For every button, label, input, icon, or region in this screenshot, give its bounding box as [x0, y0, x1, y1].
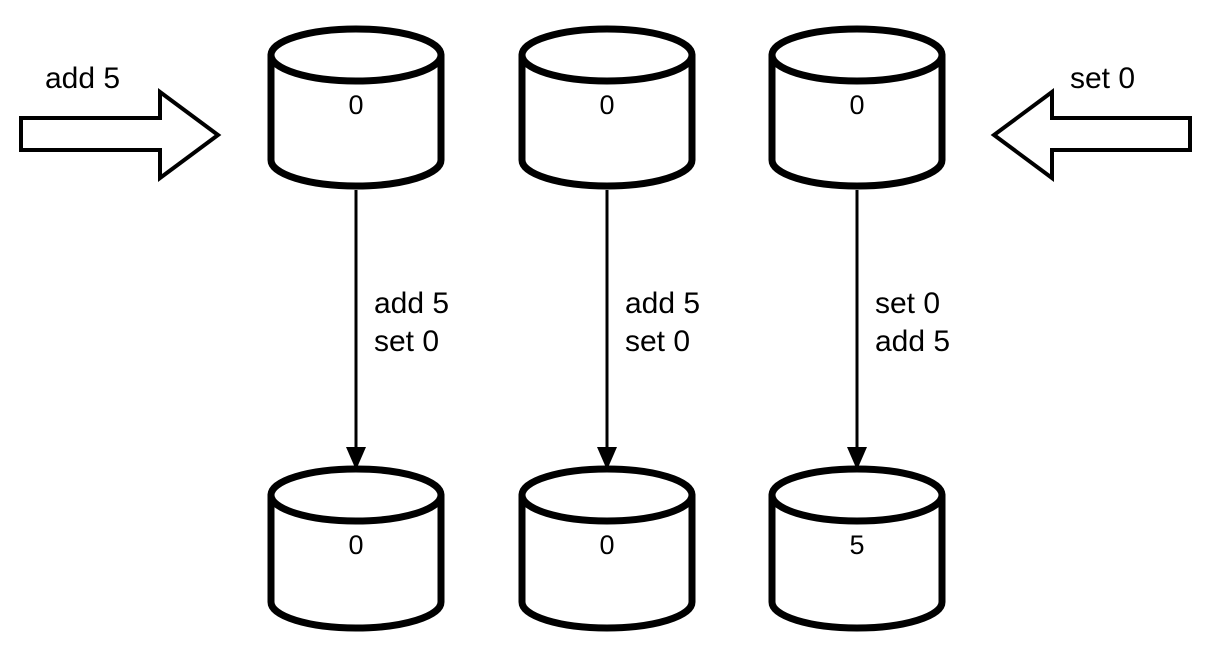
replica-1-operation-1: add 5	[374, 287, 449, 320]
replica-2-final-value: 0	[599, 530, 614, 560]
replica-3-final-value: 5	[849, 530, 864, 560]
replica-3-initial-value: 0	[849, 90, 864, 120]
client-request-right-label: set 0	[1070, 62, 1135, 95]
replica-1-final-value: 0	[348, 530, 363, 560]
replica-1-operation-2: set 0	[374, 325, 439, 358]
replica-1-top-cylinder	[267, 25, 445, 190]
replica-3-top-cylinder	[768, 25, 946, 190]
replica-2-initial-value: 0	[599, 90, 614, 120]
replica-2-operation-1: add 5	[625, 287, 700, 320]
replica-2-bottom-cylinder	[518, 465, 696, 632]
replica-3-operation-1: set 0	[875, 287, 940, 320]
client-request-right-arrow	[990, 88, 1192, 182]
replica-1-initial-value: 0	[348, 90, 363, 120]
replica-3-operation-2: add 5	[875, 325, 950, 358]
replica-3-connector	[847, 190, 867, 470]
replica-2-top-cylinder	[518, 25, 696, 190]
replica-2-operation-2: set 0	[625, 325, 690, 358]
client-request-left-label: add 5	[45, 62, 120, 95]
replica-1-bottom-cylinder	[267, 465, 445, 632]
replica-3-bottom-cylinder	[768, 465, 946, 632]
client-request-left-arrow	[19, 88, 222, 182]
replica-2-connector	[597, 190, 617, 470]
replica-1-connector	[346, 190, 366, 470]
